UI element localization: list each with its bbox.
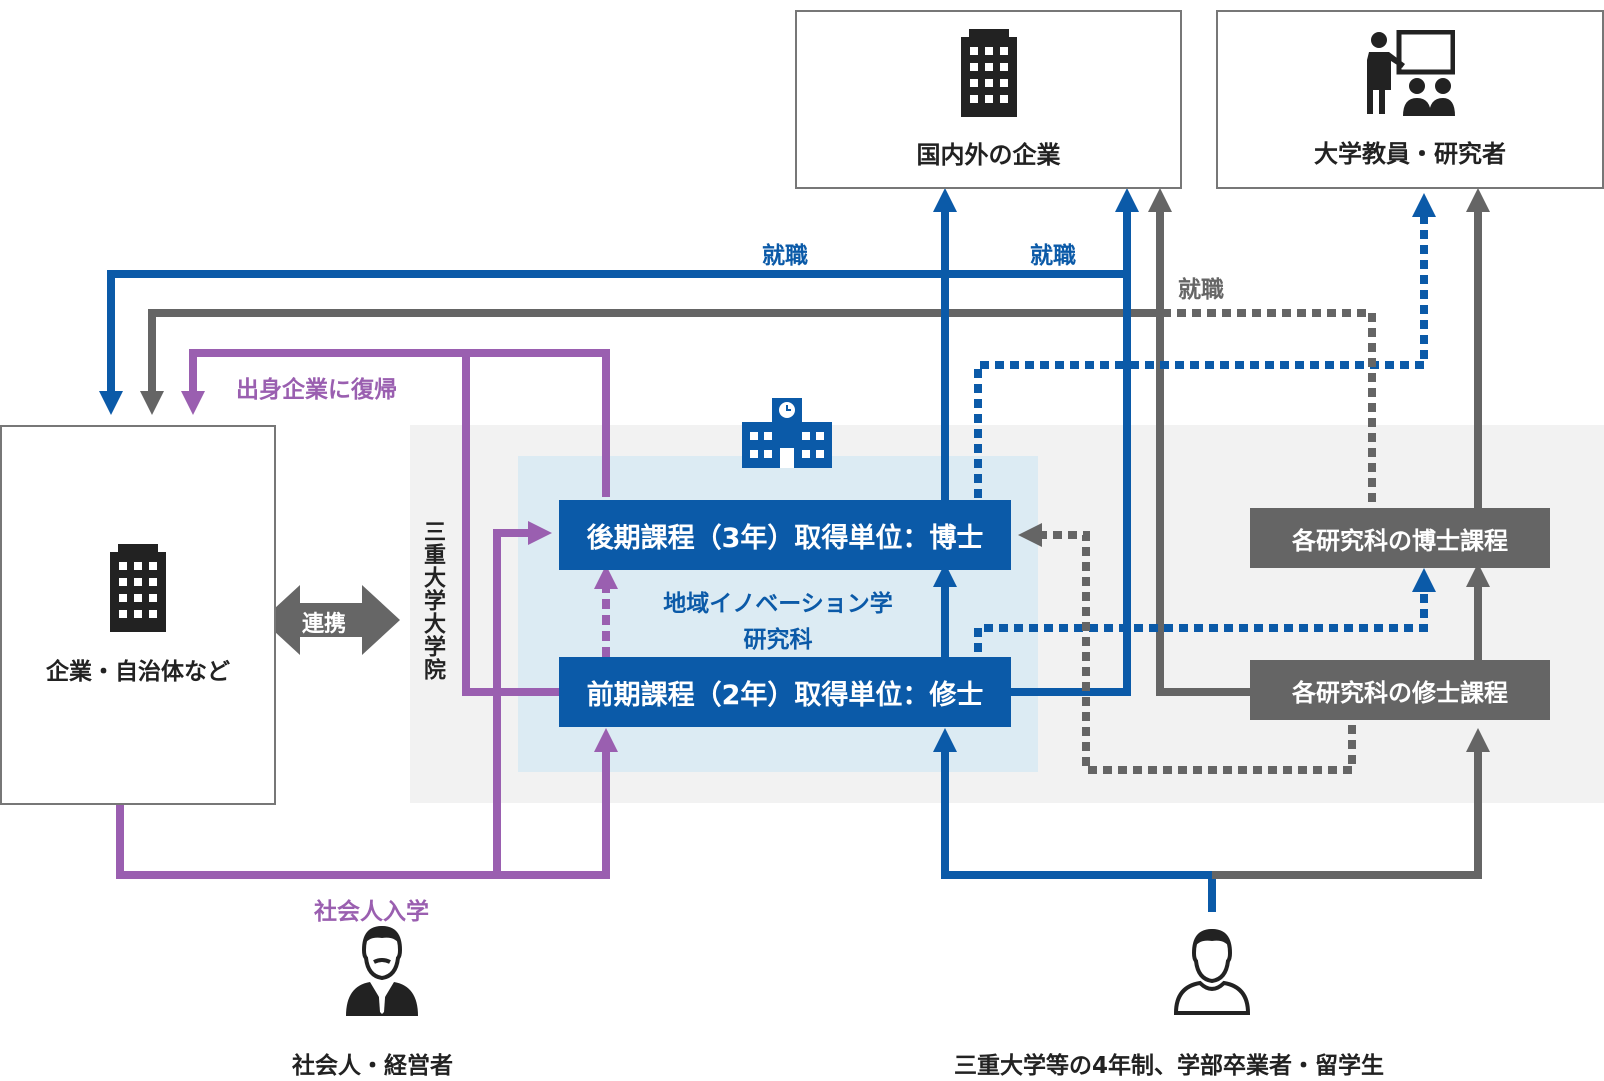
lecturer-icon — [1367, 30, 1455, 116]
other-master-box: 各研究科の修士課程 — [1250, 660, 1550, 720]
companies-domestic-foreign-label: 国内外の企業 — [916, 141, 1061, 169]
office-building-icon — [110, 544, 166, 632]
employment-label-3: 就職 — [1178, 277, 1224, 303]
companies-municipalities-box: 企業・自治体など — [0, 425, 276, 805]
purple-return-line — [181, 349, 610, 497]
blue-dotted-doctor-to-faculty — [974, 193, 1436, 498]
purple-admission-to-doctor — [493, 521, 552, 875]
other-master-label: 各研究科の修士課程 — [1292, 678, 1508, 707]
graduate-school-label: 三重大学大学院 — [420, 520, 445, 681]
faculty-researchers-box: 大学教員・研究者 — [1216, 10, 1604, 189]
employment-label-1: 就職 — [762, 243, 808, 269]
employment-label-2: 就職 — [1030, 243, 1076, 269]
doctoral-course-box: 後期課程（3年）取得単位：博士 — [559, 500, 1011, 570]
blue-dotted-master-to-other-doctor — [974, 568, 1436, 652]
working-adult-admission-label: 社会人入学 — [314, 899, 429, 925]
other-doctoral-box: 各研究科の博士課程 — [1250, 508, 1550, 568]
school-name-line1: 地域イノベーション学 — [663, 591, 893, 617]
gray-employment-left-line — [140, 309, 1162, 415]
undergrad-graduates-label: 三重大学等の4年制、学部卒業者・留学生 — [954, 1053, 1385, 1079]
gray-undergrad-to-other-master — [1212, 728, 1490, 879]
companies-domestic-foreign-box: 国内外の企業 — [795, 10, 1182, 189]
blue-master-to-company — [1010, 188, 1139, 696]
student-icon — [1173, 928, 1251, 1015]
school-building-icon — [742, 398, 832, 468]
purple-admission-line — [116, 728, 618, 879]
gray-dotted-master-to-doctor — [1018, 523, 1356, 774]
blue-employment-left-line — [99, 270, 1127, 415]
partnership-double-arrow — [262, 585, 400, 655]
office-building-icon — [960, 29, 1017, 117]
school-name-line2: 研究科 — [743, 627, 813, 653]
doctoral-course-label: 後期課程（3年）取得単位：博士 — [586, 522, 984, 554]
master-course-label: 前期課程（2年）取得単位：修士 — [586, 679, 984, 711]
gray-dotted-doctor-branch — [1162, 309, 1376, 508]
master-course-box: 前期課程（2年）取得単位：修士 — [559, 657, 1011, 727]
partnership-label: 連携 — [302, 612, 347, 637]
blue-undergrad-to-master — [933, 728, 1216, 912]
other-doctoral-label: 各研究科の博士課程 — [1292, 526, 1508, 555]
working-adults-label: 社会人・経営者 — [292, 1053, 453, 1079]
businessman-icon — [346, 925, 418, 1016]
purple-return-from-master — [462, 353, 559, 696]
return-to-company-label: 出身企業に復帰 — [236, 377, 397, 403]
companies-municipalities-label: 企業・自治体など — [46, 659, 230, 685]
faculty-researchers-label: 大学教員・研究者 — [1314, 140, 1506, 168]
